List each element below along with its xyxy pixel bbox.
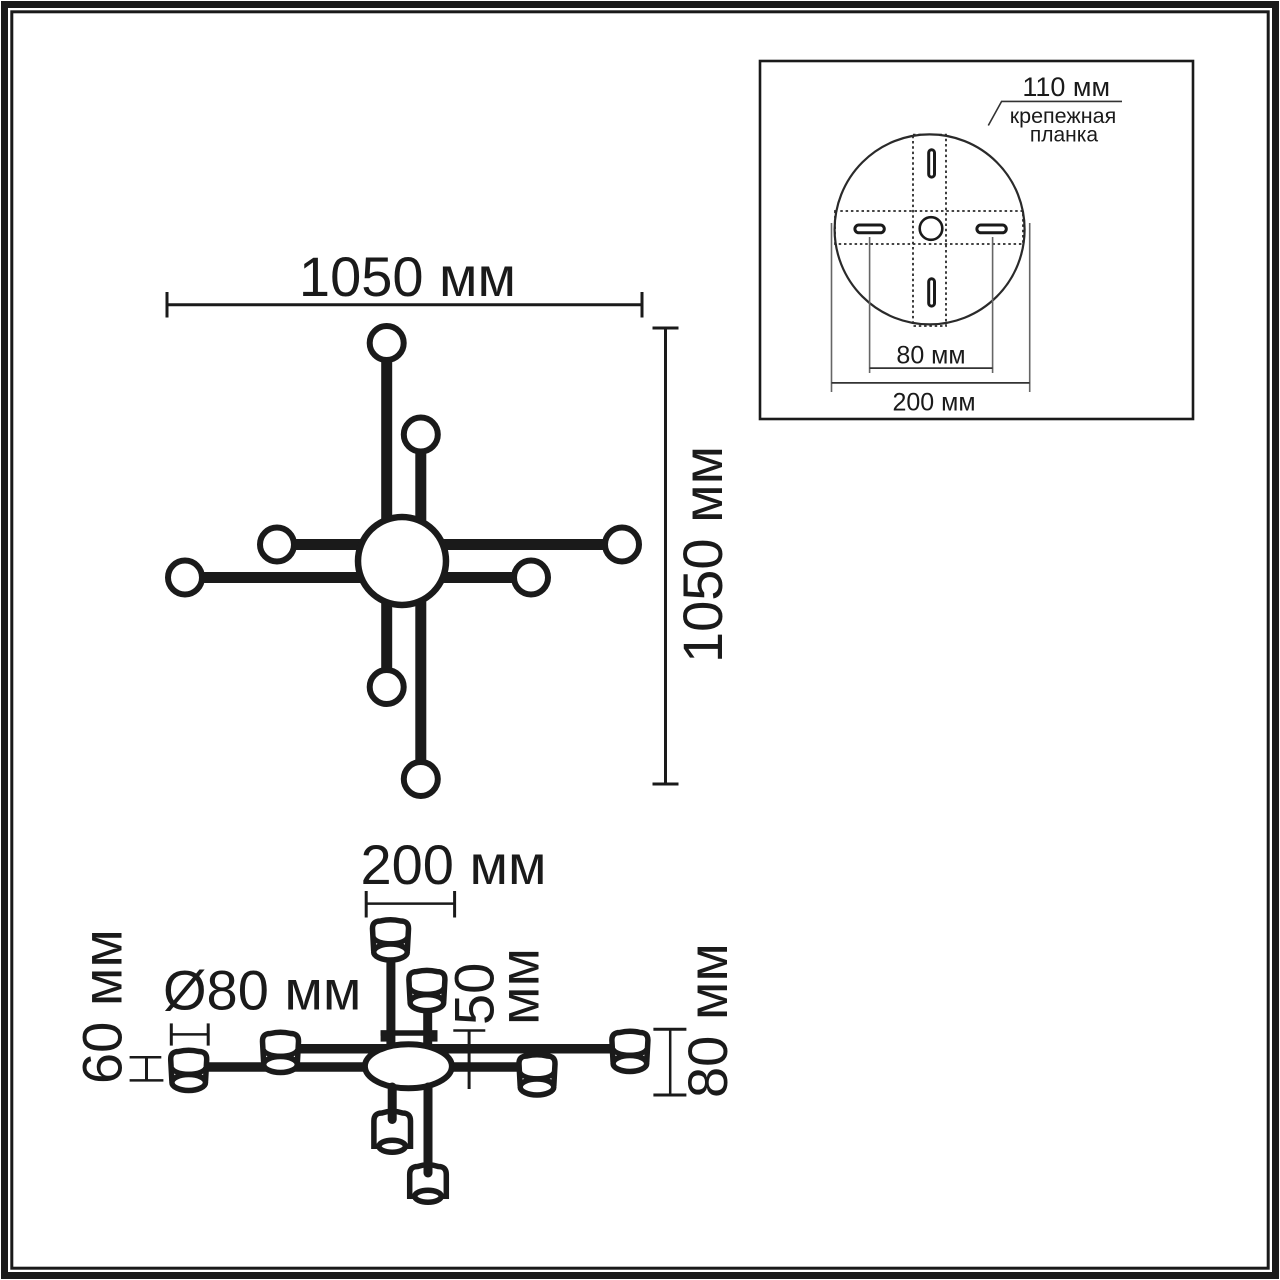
svg-text:60 мм: 60 мм [71, 929, 134, 1084]
svg-text:Ø80 мм: Ø80 мм [163, 959, 361, 1022]
svg-text:200 мм: 200 мм [892, 389, 975, 417]
svg-text:200 мм: 200 мм [361, 833, 547, 896]
svg-text:80 мм: 80 мм [676, 943, 739, 1098]
svg-text:крепежная: крепежная [1010, 104, 1117, 128]
svg-text:1050 мм: 1050 мм [671, 446, 734, 663]
svg-text:50мм: 50мм [443, 948, 551, 1025]
svg-text:планка: планка [1030, 124, 1099, 147]
svg-text:80 мм: 80 мм [896, 342, 965, 370]
svg-text:1050 мм: 1050 мм [299, 245, 516, 308]
svg-text:110 мм: 110 мм [1022, 72, 1110, 102]
